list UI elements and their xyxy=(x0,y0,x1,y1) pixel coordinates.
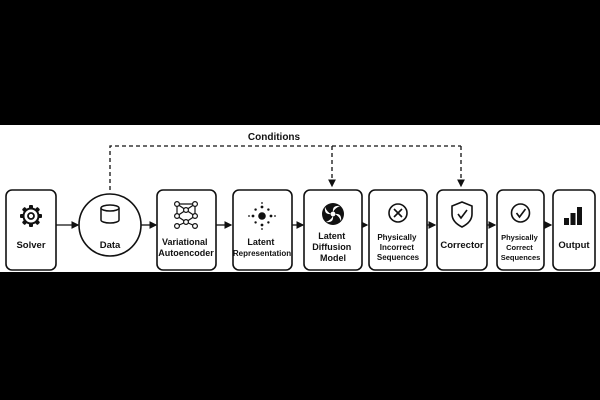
neural-network-icon xyxy=(174,201,199,230)
node-ldm-label: Latent Diffusion Model xyxy=(312,231,354,263)
node-latent-label-line: Latent xyxy=(247,237,274,247)
node-solver-label-line: Solver xyxy=(16,240,45,251)
conditions-connector: Conditions xyxy=(109,132,465,190)
node-solver-box xyxy=(5,189,57,271)
node-vae-label-line: Variational xyxy=(162,237,208,247)
node-corrector-label-line: Corrector xyxy=(440,240,484,251)
node-incorrect-box xyxy=(368,189,428,271)
node-output-label: Output xyxy=(558,240,590,251)
node-output: Output xyxy=(552,189,596,271)
swirl-icon xyxy=(322,203,344,225)
node-incorrect-label-line: Incorrect xyxy=(380,243,415,252)
node-correct-label: Physically Correct Sequences xyxy=(501,233,541,262)
node-data-label-line: Data xyxy=(100,240,121,251)
node-vae: Variational Autoencoder xyxy=(156,189,217,271)
node-corrector-label: Corrector xyxy=(440,240,484,251)
node-solver-label: Solver xyxy=(16,240,45,251)
node-correct: Physically Correct Sequences xyxy=(496,189,545,271)
node-incorrect-label: Physically Incorrect Sequences xyxy=(377,233,420,262)
node-correct-box xyxy=(496,189,545,271)
node-ldm-label-line: Latent xyxy=(318,231,345,241)
check-circle-icon xyxy=(510,203,531,223)
node-incorrect-label-line: Sequences xyxy=(377,253,420,262)
node-incorrect: Physically Incorrect Sequences xyxy=(368,189,428,271)
node-data-label: Data xyxy=(100,240,121,251)
bar-chart-icon xyxy=(564,207,582,225)
node-vae-box xyxy=(156,189,217,271)
database-icon xyxy=(100,204,120,224)
node-corrector-box xyxy=(436,189,488,271)
node-ldm-box xyxy=(303,189,363,271)
conditions-label: Conditions xyxy=(248,132,301,143)
node-ldm-label-line: Diffusion xyxy=(312,242,351,252)
node-ldm: Latent Diffusion Model xyxy=(303,189,363,271)
conditions-line xyxy=(109,145,461,190)
node-latent-label: Latent Representation xyxy=(233,237,291,258)
node-vae-label: Variational Autoencoder xyxy=(158,237,214,258)
node-correct-label-line: Correct xyxy=(506,243,533,252)
x-circle-icon xyxy=(388,203,408,223)
node-solver: Solver xyxy=(5,189,57,271)
node-latent: Latent Representation xyxy=(232,189,293,271)
node-latent-label-line: Representation xyxy=(233,249,291,258)
node-output-label-line: Output xyxy=(558,240,590,251)
node-data-circle xyxy=(78,193,142,257)
node-correct-label-line: Physically xyxy=(501,233,539,242)
shield-check-icon xyxy=(451,201,473,228)
node-data: Data xyxy=(78,193,142,257)
node-correct-label-line: Sequences xyxy=(501,253,541,262)
node-output-box xyxy=(552,189,596,271)
node-corrector: Corrector xyxy=(436,189,488,271)
gear-icon xyxy=(20,205,42,227)
node-latent-box xyxy=(232,189,293,271)
node-ldm-label-line: Model xyxy=(320,253,346,263)
node-incorrect-label-line: Physically xyxy=(377,233,417,242)
node-vae-label-line: Autoencoder xyxy=(158,248,214,258)
latent-dots-icon xyxy=(248,202,276,230)
